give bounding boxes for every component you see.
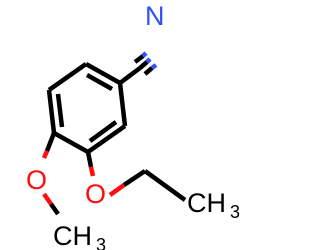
ring-double-bond-c5-c6 <box>88 120 118 143</box>
bond-ring-to-nitrile-carbon <box>118 66 142 85</box>
ring-bond-c3-c4 <box>46 89 57 134</box>
bond-methoxy-o-to-ch3-red <box>42 192 53 206</box>
bond-ch2-to-ch3 <box>143 169 187 202</box>
ring-bond-c4-c5 <box>52 131 90 154</box>
methoxy-ch-text: CH <box>53 221 92 250</box>
bond-ethoxy-o-to-ch2 <box>122 169 147 187</box>
chemical-structure: N O CH 3 O CH 3 <box>26 1 240 250</box>
ring-bond-c1-c2 <box>84 62 122 85</box>
ring-bond-c6-c1 <box>117 82 128 127</box>
triple-bond-outer-b-n <box>150 63 158 70</box>
ethoxy-methyl-label: CH 3 <box>187 188 240 222</box>
nitrogen-label: N <box>145 1 165 31</box>
triple-bond-outer-a-n <box>141 51 148 58</box>
ring-bond-c5-c6 <box>86 124 127 154</box>
bond-ring-to-ethoxy-o-red <box>88 166 96 177</box>
methoxy-subscript: 3 <box>96 235 106 250</box>
ring-double-bond-c1-c2 <box>85 73 114 91</box>
methoxy-group: O CH 3 <box>26 132 106 250</box>
triple-bond-outer-b <box>143 66 154 76</box>
ethoxy-ch-text: CH <box>187 188 226 218</box>
bond-ring-to-ethoxy-o <box>85 151 94 168</box>
bond-ethoxy-o-to-ch2-red <box>108 183 126 197</box>
ethoxy-oxygen-label: O <box>85 179 106 209</box>
methoxy-oxygen-label: O <box>26 165 47 195</box>
bond-ring-to-methoxy-o <box>44 132 57 152</box>
ring-double-bond-c3-c4 <box>55 93 65 128</box>
benzene-ring <box>46 62 128 154</box>
triple-bond-outer-a <box>133 54 145 64</box>
ethoxy-group: O CH 3 <box>85 151 240 222</box>
ring-bond-c2-c3 <box>47 62 88 92</box>
ethoxy-subscript: 3 <box>230 202 240 222</box>
triple-bond-center-n <box>145 57 152 64</box>
nitrile-group: N <box>118 1 165 85</box>
bond-ring-to-methoxy-o-red <box>41 150 50 159</box>
triple-bond-center <box>138 60 149 70</box>
methoxy-methyl-label: CH 3 <box>53 221 106 250</box>
bond-methoxy-o-to-ch3 <box>49 202 60 216</box>
